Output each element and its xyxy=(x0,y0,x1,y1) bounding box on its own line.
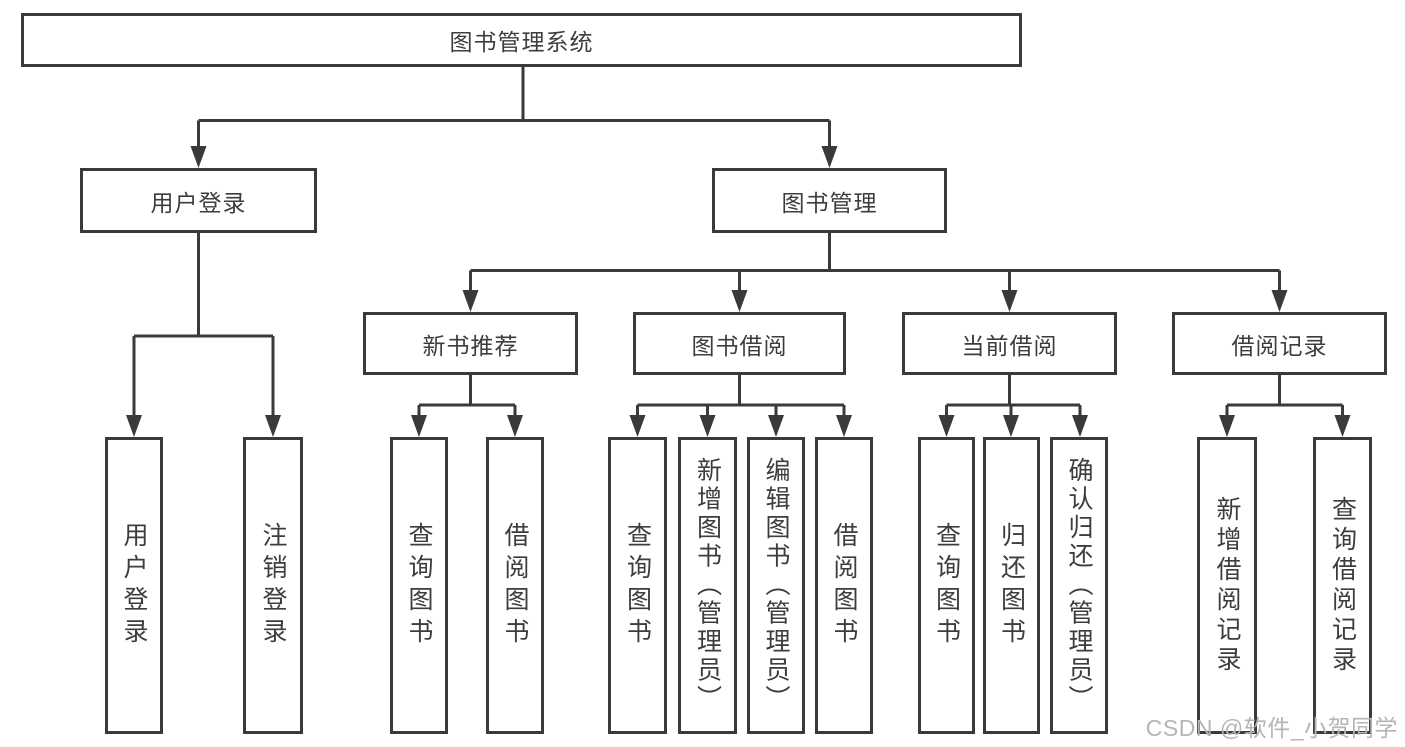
leaf-query-books-recommend: 查询图书 xyxy=(390,437,448,734)
arrow-down xyxy=(1334,415,1351,437)
connector-user-login xyxy=(132,233,275,417)
node-library-management-system: 图书管理系统 xyxy=(21,13,1022,67)
connector-root xyxy=(197,66,831,148)
arrow-down xyxy=(1072,415,1088,437)
connector-current-borrowing xyxy=(945,375,1082,417)
leaf-add-book-admin: 新增图书（管理员） xyxy=(678,437,737,734)
leaf-borrow-books-recommend: 借阅图书 xyxy=(486,437,544,734)
arrow-down xyxy=(938,415,955,437)
arrow-down xyxy=(265,415,281,437)
node-new-book-recommend: 新书推荐 xyxy=(363,312,578,375)
leaf-query-borrow-record: 查询借阅记录 xyxy=(1313,437,1372,734)
arrow-down xyxy=(1001,290,1018,312)
leaf-logout: 注销登录 xyxy=(243,437,303,734)
node-user-login: 用户登录 xyxy=(80,168,317,233)
leaf-add-borrow-record: 新增借阅记录 xyxy=(1197,437,1257,734)
node-book-borrowing: 图书借阅 xyxy=(633,312,846,375)
csdn-watermark: CSDN @软件_小贺同学 xyxy=(1145,715,1398,741)
leaf-user-login: 用户登录 xyxy=(105,437,163,734)
arrow-down xyxy=(190,146,207,168)
leaf-return-books: 归还图书 xyxy=(983,437,1040,734)
connector-borrow-records xyxy=(1225,375,1344,417)
arrow-down xyxy=(768,415,784,437)
leaf-edit-book-admin: 编辑图书（管理员） xyxy=(747,437,805,734)
connector-new-book xyxy=(417,375,517,417)
arrow-down xyxy=(507,415,523,437)
arrow-down xyxy=(731,290,748,312)
arrow-down xyxy=(462,290,479,312)
arrow-down xyxy=(821,146,838,168)
leaf-query-books-current: 查询图书 xyxy=(918,437,975,734)
connector-book-management xyxy=(469,233,1281,292)
arrow-down xyxy=(1271,290,1288,312)
leaf-confirm-return-admin: 确认归还（管理员） xyxy=(1050,437,1108,734)
arrow-down xyxy=(836,415,852,437)
arrow-down xyxy=(699,415,716,437)
node-borrowing-records: 借阅记录 xyxy=(1172,312,1387,375)
arrow-down xyxy=(126,415,142,437)
arrow-down xyxy=(411,415,427,437)
arrow-down xyxy=(629,415,646,437)
arrow-down xyxy=(1003,415,1019,437)
leaf-borrow-books-borrowing: 借阅图书 xyxy=(815,437,873,734)
node-current-borrowing: 当前借阅 xyxy=(902,312,1117,375)
leaf-query-books-borrowing: 查询图书 xyxy=(608,437,667,734)
connector-book-borrowing xyxy=(636,375,846,417)
node-book-management: 图书管理 xyxy=(712,168,947,233)
arrow-down xyxy=(1219,415,1235,437)
